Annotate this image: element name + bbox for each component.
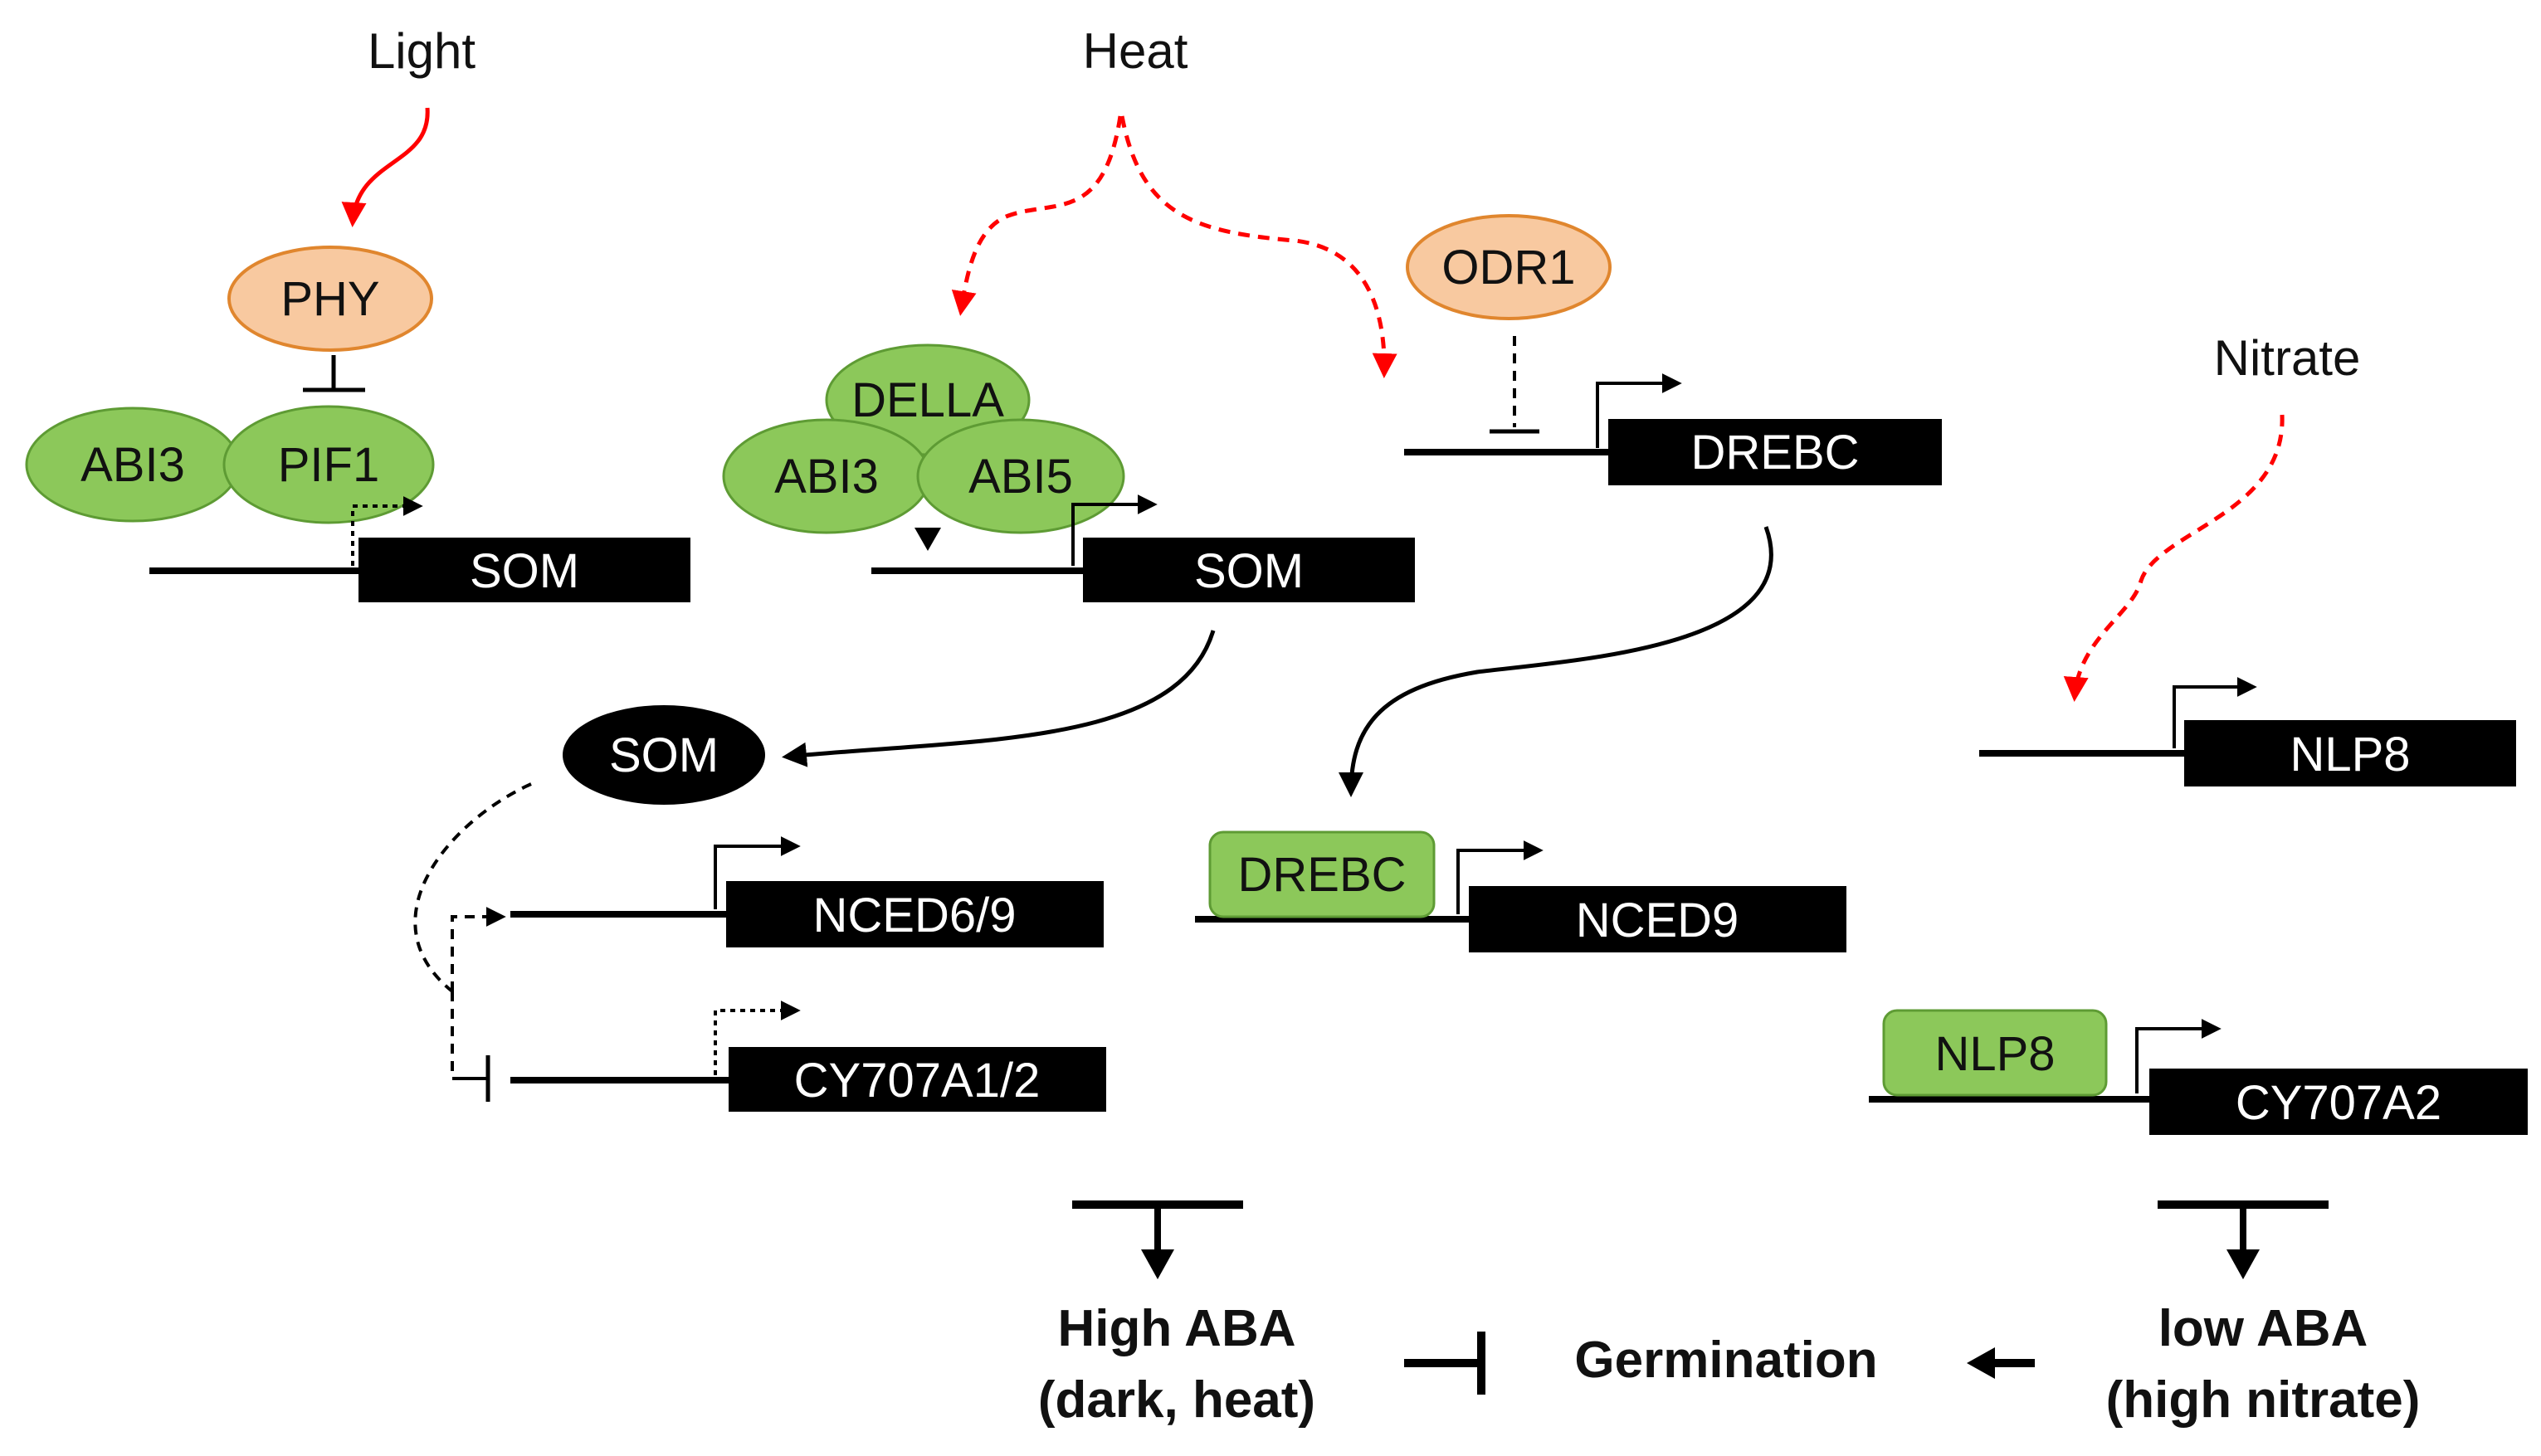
cy707a12-gene <box>729 1047 1106 1112</box>
drebc-to-nced9-arrow <box>1339 526 1773 797</box>
abi5-label: ABI5 <box>968 450 1073 504</box>
som-protein-label: SOM <box>609 728 719 782</box>
cy707a2-tss-arrow <box>2135 1019 2222 1093</box>
low-aba-promotes-germination-arrowhead <box>1967 1347 1995 1379</box>
pif1-label: PIF1 <box>278 438 380 492</box>
nced9-gene <box>1469 886 1846 952</box>
cy707a2-gene <box>2149 1069 2528 1135</box>
low-aba-line1: low ABA <box>2158 1300 2368 1357</box>
drebc-bound-label: DREBC <box>1237 848 1406 902</box>
phy-label: PHY <box>280 272 379 326</box>
drebc-gene <box>1608 419 1942 485</box>
cy707a2-label: CY707A2 <box>2236 1076 2441 1130</box>
som-regulation-dashed-path <box>413 782 532 993</box>
odr1-protein <box>1406 214 1612 320</box>
nced69-gene <box>726 881 1104 947</box>
nlp8-bound-protein <box>1882 1009 2108 1097</box>
high-aba-line1: High ABA <box>1058 1300 1296 1357</box>
som-mid-label: SOM <box>1194 544 1304 598</box>
light-to-phy-arrow <box>341 107 430 227</box>
som-mid-tss-arrow <box>1071 494 1158 566</box>
light-label: Light <box>368 23 476 79</box>
drebc-label: DREBC <box>1690 426 1859 480</box>
cy707a12-label: CY707A1/2 <box>794 1054 1041 1108</box>
high-aba-line2: (dark, heat) <box>1038 1371 1315 1429</box>
drebc-tss-arrow <box>1596 373 1682 448</box>
som-left-gene <box>358 538 690 602</box>
heat-to-drebc-arrow <box>1119 115 1397 378</box>
phy-protein <box>227 246 433 352</box>
nlp8-tss-arrow <box>2173 677 2257 748</box>
nlp8-label: NLP8 <box>2290 728 2410 782</box>
nlp8-gene <box>2184 720 2516 786</box>
nlp8-bound-label: NLP8 <box>1934 1027 2055 1081</box>
som-left-label: SOM <box>470 544 579 598</box>
high-aba-bracket-arrowhead <box>1141 1249 1174 1279</box>
binding-site-marker <box>914 528 941 551</box>
som-gene-to-protein-arrow <box>782 630 1216 767</box>
low-aba-bracket-arrowhead <box>2226 1249 2260 1279</box>
nced69-tss-arrow <box>714 836 801 909</box>
low-aba-line2: (high nitrate) <box>2106 1371 2421 1429</box>
nced69-label: NCED6/9 <box>813 889 1017 942</box>
som-protein <box>563 705 765 805</box>
heat-label: Heat <box>1083 23 1188 79</box>
nced9-tss-arrow <box>1456 840 1544 914</box>
nitrate-label: Nitrate <box>2214 330 2361 386</box>
som-mid-gene <box>1083 538 1415 602</box>
pif1-protein <box>222 405 435 524</box>
som-left-tss-arrow <box>351 496 423 566</box>
abi3-mid-label: ABI3 <box>774 450 879 504</box>
germination-label: Germination <box>1574 1332 1877 1389</box>
heat-to-della-arrow <box>951 115 1123 316</box>
cy707a12-tss-arrow <box>714 1001 801 1075</box>
odr1-label: ODR1 <box>1441 241 1575 295</box>
nitrate-to-nlp8-arrow <box>2063 414 2285 702</box>
nced9-label: NCED9 <box>1576 894 1739 947</box>
som-activates-nced69-arrow <box>451 907 506 991</box>
della-label: DELLA <box>851 373 1004 427</box>
drebc-bound-protein <box>1208 830 1436 918</box>
abi3-left-label: ABI3 <box>80 438 185 492</box>
